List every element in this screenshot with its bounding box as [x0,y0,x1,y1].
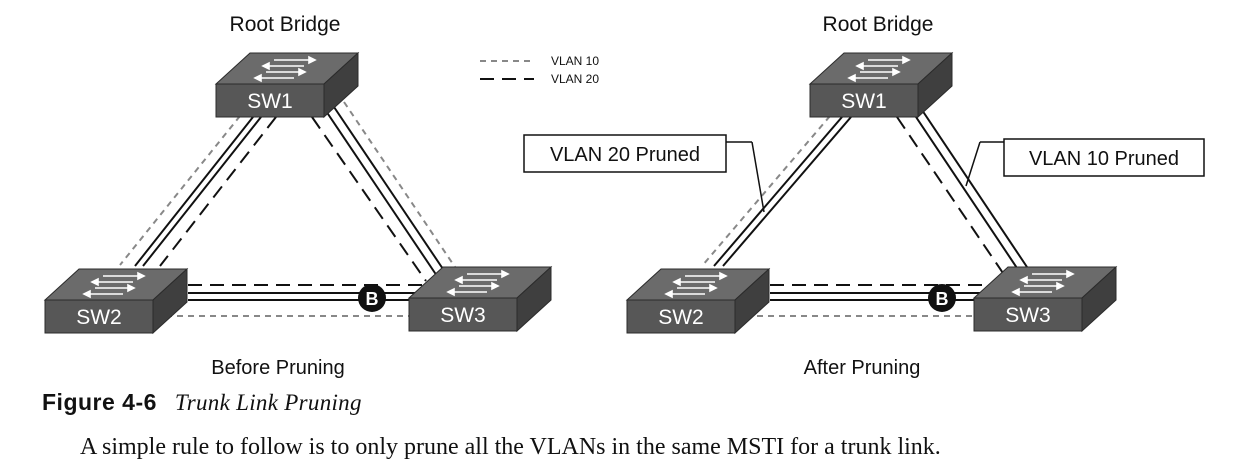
vlan20-link [896,116,1008,280]
legend-item-vlan10: VLAN 10 [480,54,599,68]
diagram-before: Root Bridge SW1 SW2 [44,13,552,379]
panel-label: After Pruning [804,357,921,379]
link-sw1-sw2 [701,115,852,267]
trunk-link [333,106,446,273]
switch-sw2-label: SW2 [658,306,704,329]
figure-title: Trunk Link Pruning [174,390,362,415]
switch-sw1: SW1 [809,52,953,118]
callout-leader [965,141,981,187]
switch-sw2: SW2 [626,268,770,334]
panel-label: Before Pruning [211,357,344,379]
link-sw1-sw2 [119,115,277,267]
root-bridge-label: Root Bridge [823,13,934,36]
callout-leader [751,141,765,213]
callout-vlan10-pruned: VLAN 10 Pruned [965,138,1205,187]
switch-sw3-label: SW3 [1005,304,1051,327]
trunk-link [911,110,1022,275]
legend-label: VLAN 10 [551,54,599,68]
link-sw2-sw3 [155,284,445,317]
switch-sw2-label: SW2 [76,306,122,329]
switch-sw3: SW3 [408,266,552,332]
trunk-link [134,116,254,267]
blocked-port-marker: B [928,284,956,312]
trunk-link [325,110,438,277]
switch-sw1-label: SW1 [247,90,293,113]
trunk-link [919,106,1030,271]
link-sw1-sw3 [896,106,1030,280]
vlan20-link [159,116,277,267]
root-bridge-label: Root Bridge [230,13,341,36]
legend-item-vlan20: VLAN 20 [480,72,599,86]
legend: VLAN 10 VLAN 20 [480,54,599,86]
callout-label: VLAN 20 Pruned [550,144,700,166]
diagram-after: Root Bridge VLAN 20 Pruned [523,13,1205,379]
trunk-link [722,116,852,267]
figure-caption: Figure 4-6 Trunk Link Pruning [42,387,362,418]
vlan10-link [119,115,241,266]
callout-vlan20-pruned: VLAN 20 Pruned [523,134,765,213]
blocked-port-label: B [936,289,949,309]
switch-sw3: SW3 [973,266,1117,332]
link-sw1-sw3 [311,101,456,282]
switch-sw1-label: SW1 [841,90,887,113]
legend-label: VLAN 20 [551,72,599,86]
trunk-link [142,116,262,267]
switch-sw3-label: SW3 [440,304,486,327]
trunk-link [713,116,843,267]
vlan20-link [311,116,427,282]
callout-box [523,134,727,173]
blocked-port-label: B [366,289,379,309]
blocked-port-marker: B [358,284,386,312]
switch-sw2: SW2 [44,268,188,334]
vlan10-link [343,101,456,268]
callout-box [1003,138,1205,177]
switch-sw1: SW1 [215,52,359,118]
callout-label: VLAN 10 Pruned [1029,148,1179,170]
figure-number: Figure 4-6 [42,389,157,415]
body-paragraph: A simple rule to follow is to only prune… [80,434,941,460]
